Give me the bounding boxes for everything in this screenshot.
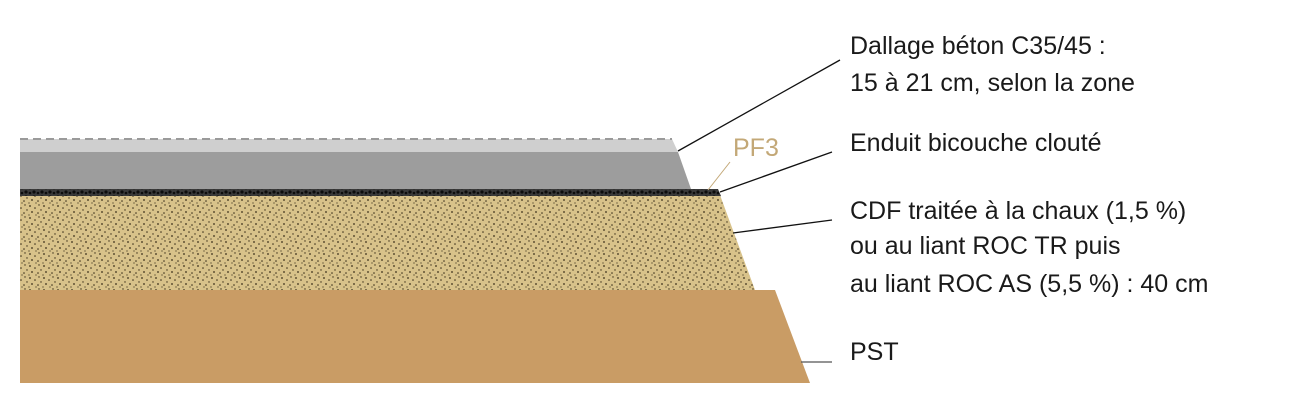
pf3-label: PF3 xyxy=(733,134,779,162)
dallage-top-layer xyxy=(20,139,678,152)
cdf-label-line3: au liant ROC AS (5,5 %) : 40 cm xyxy=(850,270,1209,298)
pst-layer xyxy=(20,290,810,383)
cdf-label-line2: ou au liant ROC TR puis xyxy=(850,232,1121,260)
dallage-label-line2: 15 à 21 cm, selon la zone xyxy=(850,69,1135,97)
cdf-label-line1: CDF traitée à la chaux (1,5 %) xyxy=(850,197,1187,225)
dallage-label-line1: Dallage béton C35/45 : xyxy=(850,32,1106,60)
pst-label: PST xyxy=(850,338,899,366)
dallage-layer xyxy=(20,152,691,189)
leader-enduit xyxy=(719,151,833,193)
leader-dallage xyxy=(677,59,841,152)
enduit-label: Enduit bicouche clouté xyxy=(850,129,1102,157)
leader-cdf xyxy=(732,219,833,234)
leader-pf3 xyxy=(707,161,731,191)
enduit-layer xyxy=(20,189,721,196)
cdf-layer xyxy=(20,195,755,290)
